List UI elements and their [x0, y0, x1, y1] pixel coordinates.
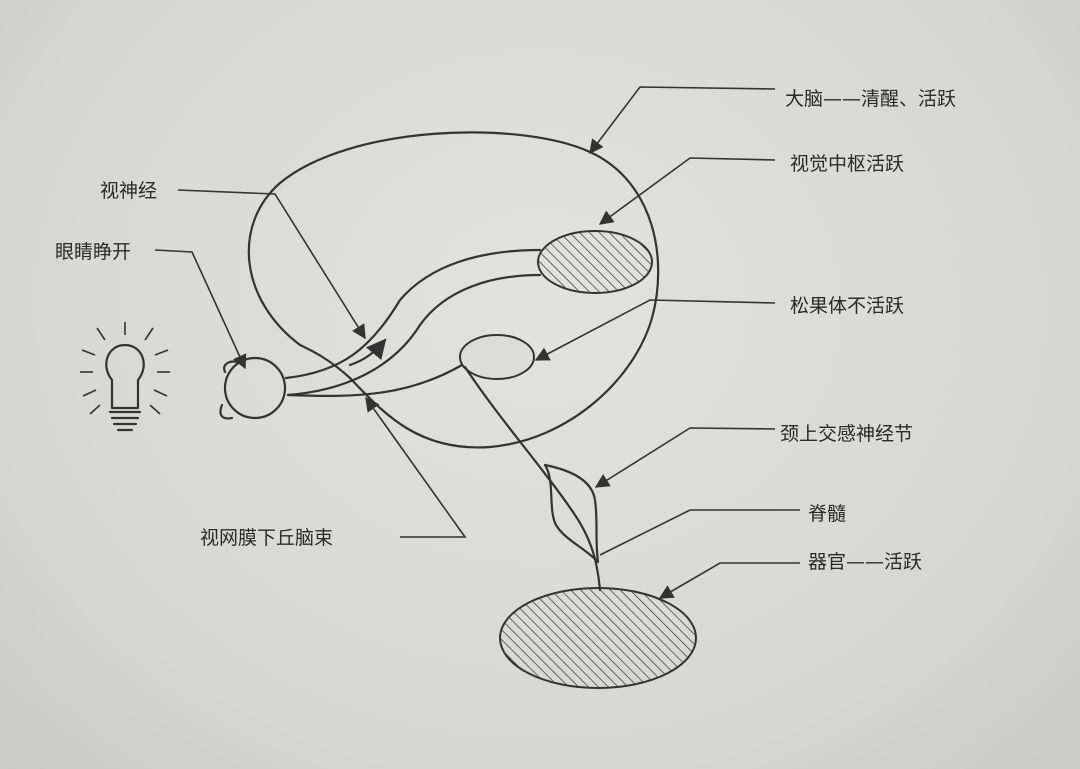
label-ganglion: 颈上交感神经节 [780, 423, 913, 445]
retinohypothalamic-tract [286, 363, 464, 397]
brain-outline [247, 131, 660, 449]
visual-center [537, 230, 653, 294]
organ [499, 587, 697, 689]
label-retinohypothalamic-tract: 视网膜下丘脑束 [200, 527, 333, 549]
label-spinal-cord: 脊髓 [808, 503, 846, 525]
label-cerebrum: 大脑——清醒、活跃 [785, 88, 956, 110]
pineal-gland [459, 334, 535, 380]
spinal-cord-path [463, 365, 602, 592]
leader-lines [154, 86, 800, 599]
light-bulb-icon [80, 322, 170, 432]
label-visual-center: 视觉中枢活跃 [790, 153, 904, 175]
eye-icon [223, 356, 287, 420]
ganglion [543, 463, 600, 564]
label-organ: 器官——活跃 [808, 551, 922, 573]
label-eyes-open: 眼睛睁开 [55, 241, 131, 263]
label-optic-nerve: 视神经 [100, 180, 157, 202]
label-pineal: 松果体不活跃 [790, 295, 904, 317]
optic-nerve-tract [284, 248, 542, 380]
